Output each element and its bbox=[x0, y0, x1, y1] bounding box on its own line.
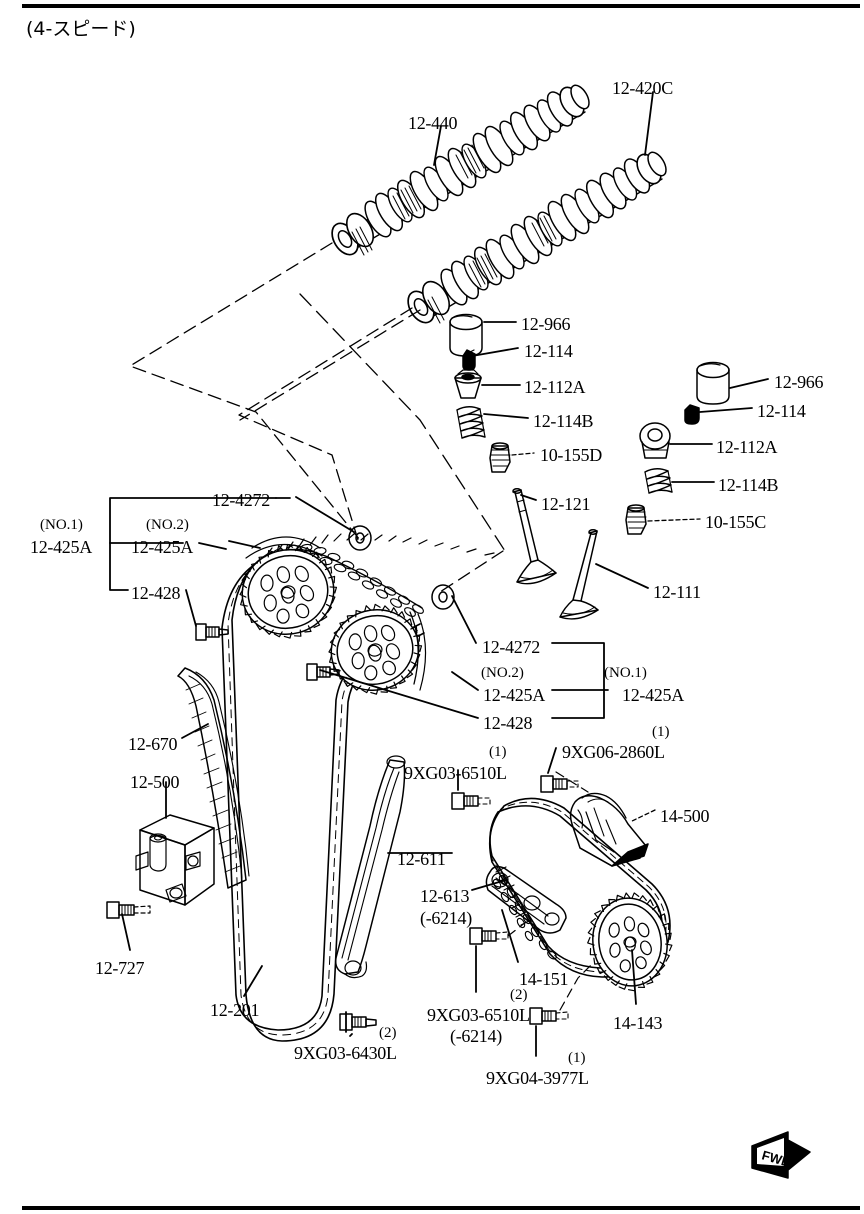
cam-sprocket-no1 bbox=[239, 536, 338, 639]
part-label-oil-pump-guide-sub: (-6214) bbox=[420, 908, 472, 928]
part-label-chain-timing: 12-201 bbox=[210, 1000, 260, 1020]
group-note-no1-right: (NO.1) bbox=[604, 665, 647, 681]
part-label-oil-pump-guide: 12-613 bbox=[420, 886, 470, 906]
part-label-sprocket-key-right: 12-4272 bbox=[482, 637, 540, 657]
part-14-500-bracket bbox=[569, 792, 649, 867]
part-label-retainer-left: 12-112A bbox=[524, 377, 586, 397]
part-label-tensioner: 12-500 bbox=[130, 772, 180, 792]
assembly-centerline-long bbox=[299, 293, 506, 552]
quantity-qty-bolt-upper-left: (1) bbox=[489, 744, 507, 760]
part-label-valve-exhaust: 12-111 bbox=[653, 582, 701, 602]
fwd-direction-marker: FWD bbox=[748, 1128, 824, 1184]
part-12-670-guide bbox=[177, 667, 250, 889]
part-label-valve-intake: 12-121 bbox=[541, 494, 591, 514]
part-label-bolt-gear-left: 12-428 bbox=[131, 583, 181, 603]
group-note-no2-right: (NO.2) bbox=[481, 665, 524, 681]
part-label-cam-gear-no1-right: 12-425A bbox=[622, 685, 684, 705]
bolt-9XG03-6430L bbox=[339, 1013, 377, 1031]
part-label-cam-gear-no1-left: 12-425A bbox=[30, 537, 92, 557]
part-label-keeper-right: 12-114 bbox=[757, 401, 806, 421]
camshaft-12-440 bbox=[331, 84, 590, 256]
part-label-cam-gear-no2-left: 12-425A bbox=[131, 537, 193, 557]
camshaft-12-420C bbox=[407, 151, 667, 324]
part-label-cam-gear-no2-right: 12-425A bbox=[483, 685, 545, 705]
timing-chain-12-201 bbox=[221, 533, 495, 1042]
group-note-no1-left: (NO.1) bbox=[40, 517, 83, 533]
part-12-114-left bbox=[462, 349, 476, 371]
page-title: (4-スピード) bbox=[26, 18, 136, 40]
fwd-arrow-icon: FWD bbox=[751, 1131, 811, 1179]
part-12-114-right bbox=[684, 404, 700, 425]
bolt-12-428-left bbox=[195, 623, 229, 641]
bottom-border-rule bbox=[22, 1206, 860, 1210]
part-label-tensioner-bolt: 12-727 bbox=[95, 958, 145, 978]
part-12-613-guide bbox=[485, 865, 567, 934]
part-label-tappet-right: 12-966 bbox=[774, 372, 824, 392]
part-14-143-sprocket bbox=[587, 892, 673, 992]
quantity-qty-bolt-sprocket: (1) bbox=[568, 1050, 586, 1066]
part-12-500-tensioner bbox=[106, 814, 215, 919]
part-label-bolt-oil-guide: 9XG03-6510L bbox=[427, 1005, 530, 1025]
part-12-112A-left bbox=[454, 369, 482, 399]
part-label-bolt-upper-left: 9XG03-6510L bbox=[404, 763, 507, 783]
part-12-966-left bbox=[449, 313, 483, 357]
part-label-keeper-left: 12-114 bbox=[524, 341, 573, 361]
part-12-611-guide bbox=[334, 755, 406, 979]
part-12-111-valve bbox=[559, 529, 599, 620]
part-12-114B-left bbox=[456, 406, 486, 439]
top-border-rule bbox=[22, 4, 860, 8]
part-label-tappet-left: 12-966 bbox=[521, 314, 571, 334]
bolt-9XG03-6510L-upper bbox=[451, 792, 491, 810]
part-label-cam-intake: 12-420C bbox=[612, 78, 673, 98]
part-12-4272-left bbox=[348, 525, 372, 551]
part-label-spring-right: 12-114B bbox=[718, 475, 779, 495]
part-label-spring-left: 12-114B bbox=[533, 411, 594, 431]
part-label-bolt-guide-lower: 9XG03-6430L bbox=[294, 1043, 397, 1063]
quantity-qty-bolt-bracket: (1) bbox=[652, 724, 670, 740]
part-label-chain-guide-lower: 12-611 bbox=[397, 849, 446, 869]
part-label-seal-right: 10-155C bbox=[705, 512, 766, 532]
part-12-4272-right bbox=[431, 584, 455, 610]
part-label-oil-pump-sprocket: 14-143 bbox=[613, 1013, 663, 1033]
oil-pump-chain-14-151 bbox=[488, 797, 671, 978]
bolt-9XG04-3977L bbox=[529, 1007, 569, 1025]
bolt-9XG06-2860L bbox=[540, 775, 579, 793]
part-label-seal-left: 10-155D bbox=[540, 445, 602, 465]
part-label-cam-exhaust: 12-440 bbox=[408, 113, 458, 133]
quantity-qty-bolt-oil-guide: (2) bbox=[510, 987, 528, 1003]
bolt-12-727 bbox=[106, 901, 151, 919]
part-12-112A-right bbox=[639, 422, 671, 459]
part-10-155C-right bbox=[625, 504, 647, 535]
bolt-9XG03-6510L-lower bbox=[469, 927, 509, 945]
part-12-114B-right bbox=[644, 468, 673, 494]
part-label-bracket: 14-500 bbox=[660, 806, 710, 826]
quantity-qty-bolt-guide-lower: (2) bbox=[379, 1025, 397, 1041]
part-label-retainer-right: 12-112A bbox=[716, 437, 778, 457]
group-note-no2-left: (NO.2) bbox=[146, 517, 189, 533]
part-label-chain-guide-upper: 12-670 bbox=[128, 734, 178, 754]
valve-parts-right bbox=[559, 361, 730, 620]
part-label-bolt-gear-right: 12-428 bbox=[483, 713, 533, 733]
part-label-bolt-oil-guide-sub: (-6214) bbox=[450, 1026, 502, 1046]
bolt-12-428-right bbox=[306, 663, 340, 681]
part-12-966-right bbox=[696, 361, 730, 405]
part-label-bolt-sprocket: 9XG04-3977L bbox=[486, 1068, 589, 1088]
part-label-oil-pump-chain: 14-151 bbox=[519, 969, 569, 989]
part-label-bolt-bracket: 9XG06-2860L bbox=[562, 742, 665, 762]
cam-sprocket-no2 bbox=[328, 603, 427, 695]
part-10-155D-left bbox=[489, 442, 511, 473]
part-label-sprocket-key-left: 12-4272 bbox=[212, 490, 270, 510]
